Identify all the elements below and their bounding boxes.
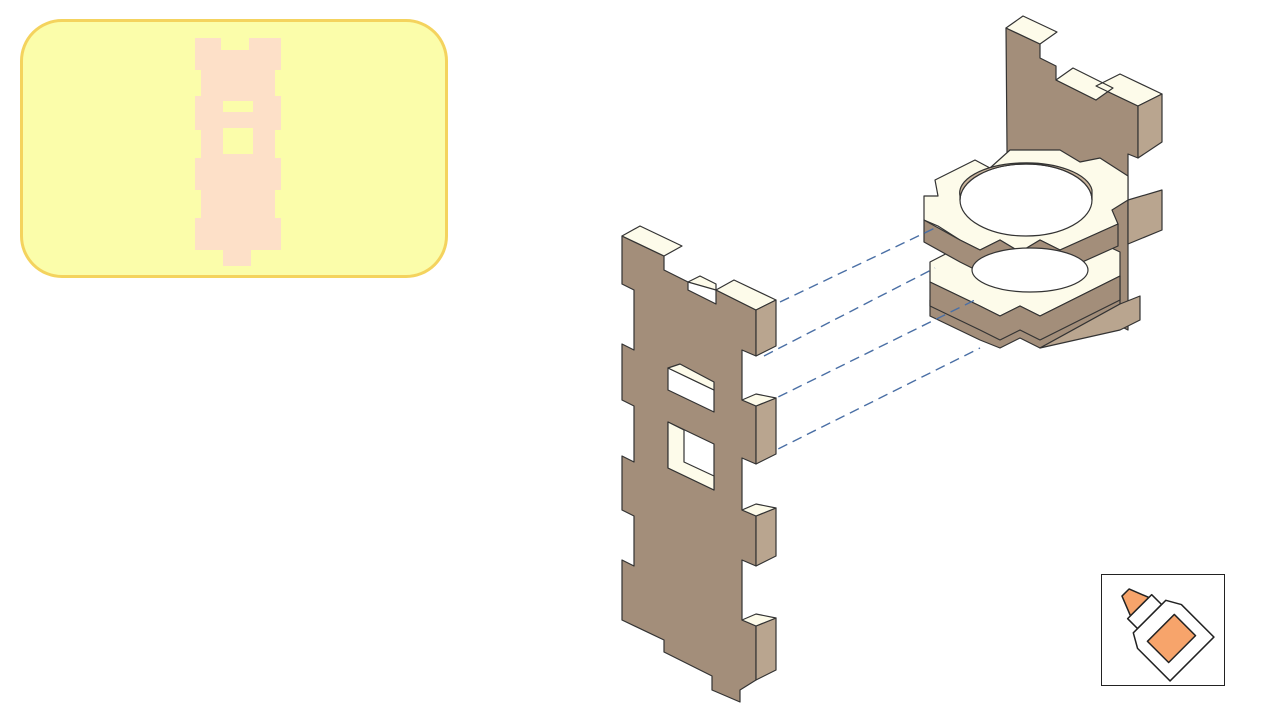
glue-indicator (1101, 574, 1225, 686)
flat-side-panel-part (195, 38, 281, 266)
assembled-frame (923, 15, 1163, 349)
parts-panel (20, 19, 448, 278)
alignment-guides (685, 227, 981, 461)
glue-bottle-icon (1121, 588, 1215, 682)
side-panel (621, 225, 777, 703)
